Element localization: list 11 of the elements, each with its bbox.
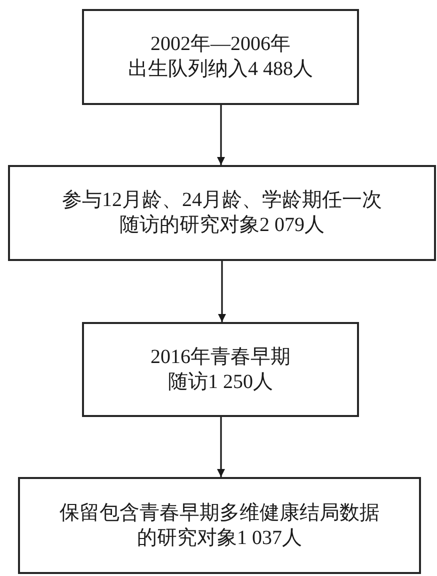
arrow [217, 105, 225, 165]
arrow [218, 261, 226, 322]
step-text: 2002年—2006年出生队列纳入4 488人 [128, 32, 313, 82]
process-box [8, 165, 436, 261]
arrow [217, 417, 225, 477]
process-box [82, 9, 359, 105]
step-text: 参与12月龄、24月龄、学龄期任一次随访的研究对象2 079人 [62, 188, 382, 238]
process-box [82, 322, 359, 417]
step-text: 保留包含青春早期多维健康结局数据的研究对象1 037人 [60, 500, 380, 550]
step-text: 2016年青春早期随访1 250人 [150, 344, 290, 394]
process-box [18, 477, 421, 574]
